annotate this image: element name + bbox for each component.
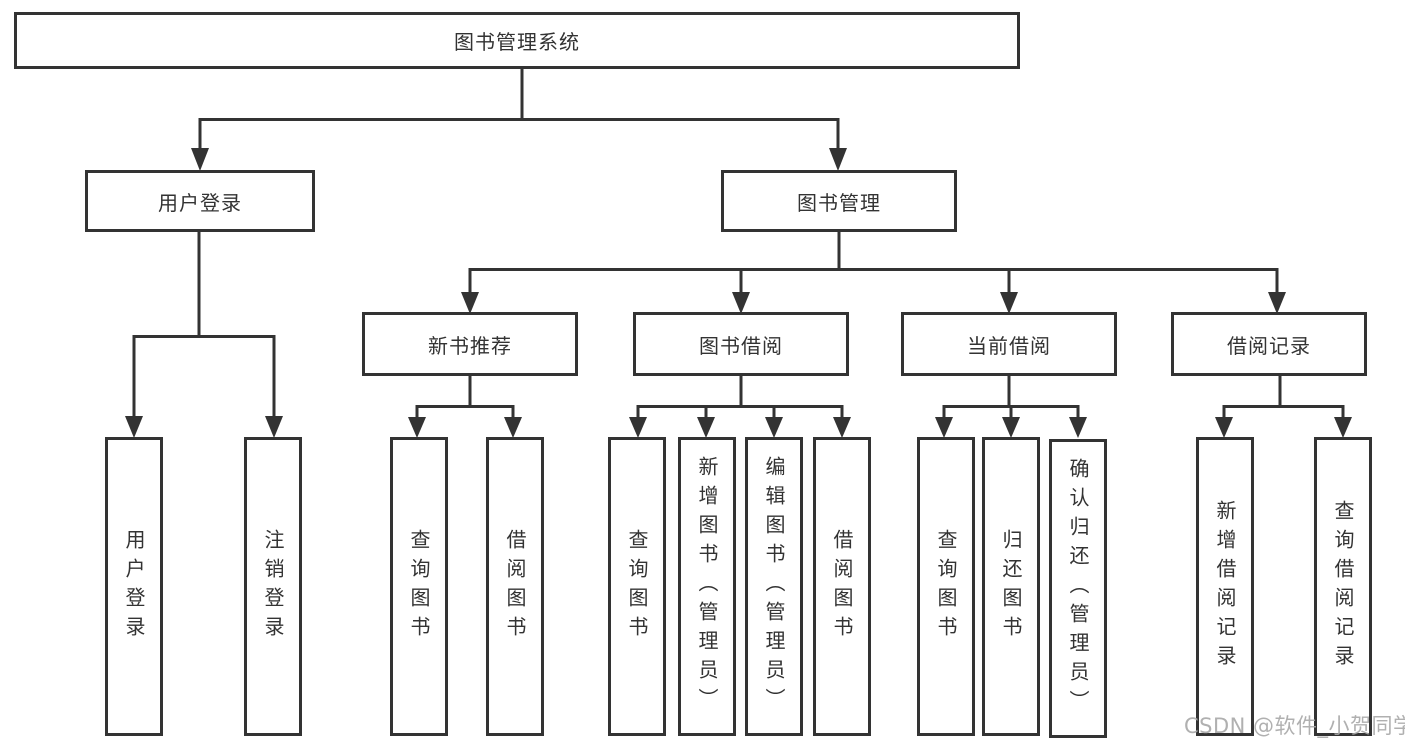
leaf-borrow-books-recommend: 借阅图书: [486, 437, 544, 736]
leaf-borrow-books-borrowing-label: 借阅图书: [830, 528, 854, 645]
node-new-book-recommend: 新书推荐: [362, 312, 578, 376]
csdn-watermark: CSDN @软件_小贺同学: [1184, 714, 1405, 738]
node-user-login-branch: 用户登录: [85, 170, 315, 232]
leaf-edit-books-admin: 编辑图书（管理员）: [745, 437, 803, 736]
node-current-borrowing: 当前借阅: [901, 312, 1117, 376]
node-root-system: 图书管理系统: [14, 12, 1020, 69]
node-new-book-recommend-label: 新书推荐: [428, 333, 512, 358]
leaf-borrow-books-borrowing: 借阅图书: [813, 437, 871, 736]
leaf-add-borrow-record-label: 新增借阅记录: [1213, 499, 1237, 674]
connector-level3-to-leaves: [408, 376, 1352, 438]
leaf-borrow-books-recommend-label: 借阅图书: [503, 528, 527, 645]
connector-bookmgmt-to-level3: [461, 232, 1286, 314]
leaf-query-borrow-record-label: 查询借阅记录: [1331, 499, 1355, 674]
node-user-login-branch-label: 用户登录: [158, 190, 242, 215]
node-borrowing-records: 借阅记录: [1171, 312, 1367, 376]
leaf-query-books-recommend: 查询图书: [390, 437, 448, 736]
leaf-return-books-label: 归还图书: [999, 528, 1023, 645]
leaf-confirm-return-admin-label: 确认归还（管理员）: [1066, 458, 1090, 719]
leaf-confirm-return-admin: 确认归还（管理员）: [1049, 439, 1107, 738]
leaf-query-books-current: 查询图书: [917, 437, 975, 736]
node-root-label: 图书管理系统: [454, 30, 580, 54]
leaf-add-books-admin-label: 新增图书（管理员）: [695, 456, 719, 717]
leaf-edit-books-admin-label: 编辑图书（管理员）: [762, 456, 786, 717]
node-book-borrowing: 图书借阅: [633, 312, 849, 376]
node-book-management-branch-label: 图书管理: [797, 190, 881, 215]
node-book-management-branch: 图书管理: [721, 170, 957, 232]
leaf-add-borrow-record: 新增借阅记录: [1196, 437, 1254, 736]
connector-userlogin-to-leaves: [125, 232, 283, 438]
leaf-user-login-label: 用户登录: [122, 528, 146, 645]
leaf-query-books-recommend-label: 查询图书: [407, 528, 431, 645]
leaf-query-books-borrowing: 查询图书: [608, 437, 666, 736]
node-book-borrowing-label: 图书借阅: [699, 333, 783, 358]
node-current-borrowing-label: 当前借阅: [967, 333, 1051, 358]
connector-root-to-level2: [191, 69, 847, 171]
leaf-return-books: 归还图书: [982, 437, 1040, 736]
leaf-query-books-current-label: 查询图书: [934, 528, 958, 645]
leaf-logout: 注销登录: [244, 437, 302, 736]
leaf-logout-label: 注销登录: [261, 528, 285, 645]
leaf-user-login: 用户登录: [105, 437, 163, 736]
node-borrowing-records-label: 借阅记录: [1227, 333, 1311, 358]
leaf-query-borrow-record: 查询借阅记录: [1314, 437, 1372, 736]
leaf-query-books-borrowing-label: 查询图书: [625, 528, 649, 645]
leaf-add-books-admin: 新增图书（管理员）: [678, 437, 736, 736]
